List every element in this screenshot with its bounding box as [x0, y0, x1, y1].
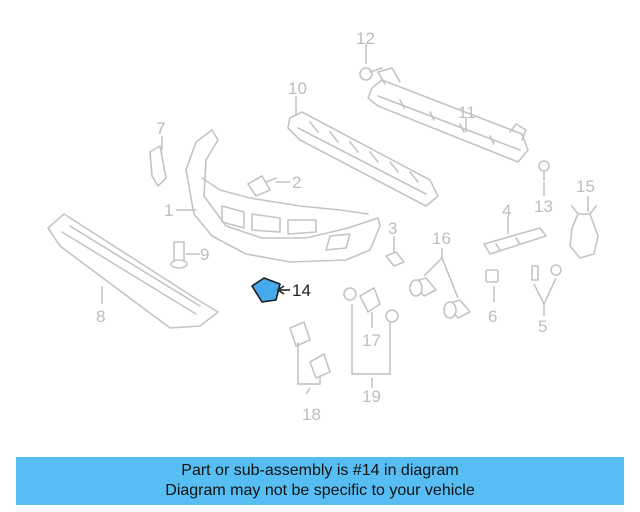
part-4-bracket [483, 227, 547, 255]
part-17-bracket [343, 287, 399, 323]
callout-12: 12 [356, 29, 375, 48]
callout-4: 4 [502, 201, 511, 220]
part-10-energy-absorber [287, 111, 439, 207]
callout-15: 15 [576, 177, 595, 196]
callout-14: 14 [292, 281, 311, 300]
callout-2: 2 [292, 173, 301, 192]
callout-1: 1 [164, 201, 173, 220]
callout-7: 7 [156, 119, 165, 138]
caption-banner: Part or sub-assembly is #14 in diagram D… [16, 457, 624, 505]
callout-11: 11 [458, 103, 476, 122]
part-7-bracket [149, 145, 167, 187]
callout-16: 16 [432, 229, 451, 248]
part-15-pouch [569, 205, 599, 259]
leader-lines [101, 44, 589, 395]
callout-3: 3 [388, 219, 397, 238]
part-12-bolt [359, 67, 383, 81]
callout-6: 6 [488, 307, 497, 326]
callout-labels: 12 10 11 7 2 15 1 13 4 3 16 9 14 8 6 5 1… [96, 29, 595, 424]
callout-5: 5 [538, 317, 547, 336]
callout-13: 13 [534, 197, 553, 216]
callout-18: 18 [302, 405, 321, 424]
part-6-sensor-holder [485, 269, 499, 283]
part-14-tow-hook-cover[interactable] [251, 277, 281, 303]
callout-10: 10 [288, 79, 307, 98]
part-1-bumper-cover [185, 129, 381, 263]
caption-line-part: Part or sub-assembly is #14 in diagram [181, 462, 459, 479]
part-9-clip [170, 241, 188, 269]
part-2-bolt [247, 175, 277, 197]
callout-8: 8 [96, 307, 105, 326]
callout-9: 9 [200, 245, 209, 264]
callout-19: 19 [362, 387, 381, 406]
part-18-brackets [289, 321, 331, 379]
caption-line-disclaimer: Diagram may not be specific to your vehi… [165, 482, 475, 499]
part-11-reinforcement-beam [367, 67, 529, 163]
part-13-bolt [538, 160, 550, 181]
part-5-clips [531, 264, 562, 281]
part-16-sensors [409, 277, 471, 319]
part-8-grille [47, 213, 219, 329]
parts-diagram: 12 10 11 7 2 15 1 13 4 3 16 9 14 8 6 5 1… [47, 29, 599, 424]
callout-17: 17 [362, 331, 381, 350]
part-3-bolt [385, 251, 405, 267]
